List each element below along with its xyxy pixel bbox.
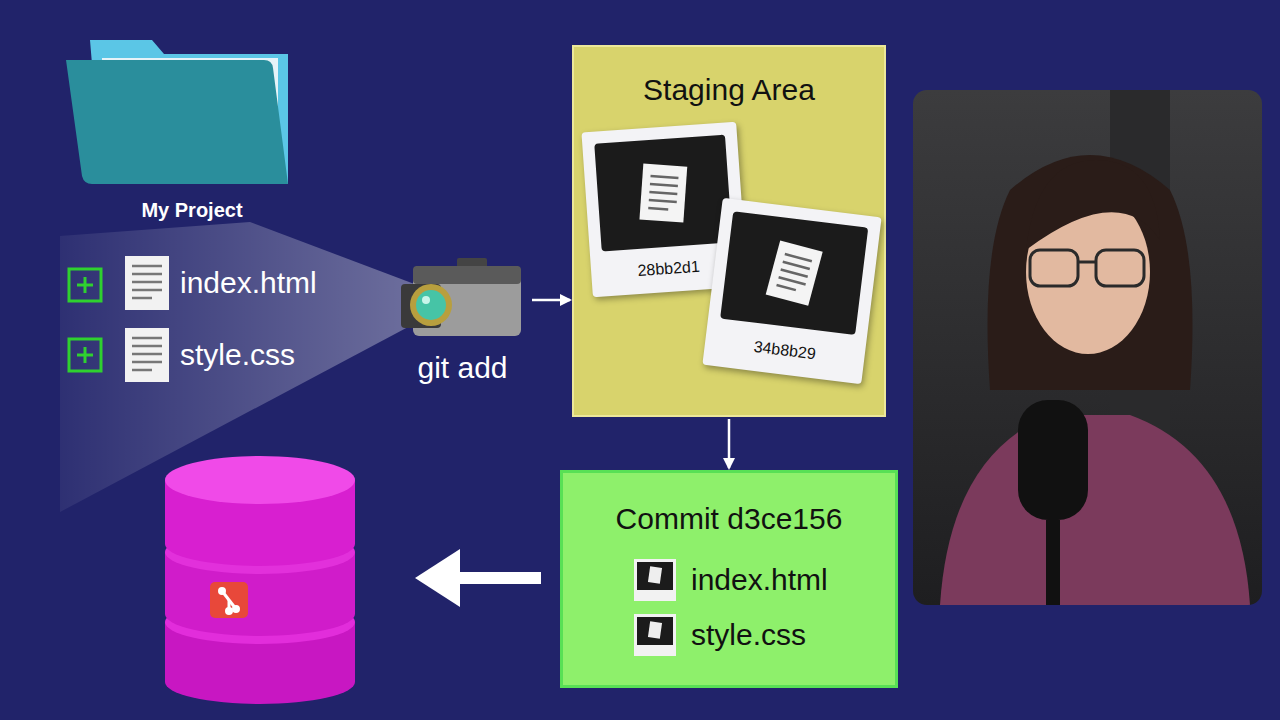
file-icon [125, 256, 169, 382]
camera-beam [60, 222, 425, 512]
repository-cylinder [165, 456, 355, 704]
commit-box: Commit d3ce156 index.html style.css [560, 470, 898, 688]
node-title: Commit d3ce156 [563, 501, 895, 537]
node-title: My Project [66, 198, 318, 222]
presenter-photo [913, 90, 1262, 605]
file-name: index.html [691, 562, 891, 598]
project-folder: My Project [66, 34, 318, 234]
added-icon [69, 269, 101, 371]
node-title: 34b8b29 [704, 331, 865, 370]
flow-arrow [532, 299, 570, 302]
flow-arrow [728, 419, 731, 468]
folder-icon [66, 34, 296, 190]
node-title: git add [395, 350, 530, 386]
file-name: index.html [180, 265, 420, 301]
staged-snapshot: 34b8b29 [702, 198, 881, 384]
node-title: Staging Area [574, 72, 884, 108]
staging-area: Staging Area28bb2d134b8b29 [572, 45, 886, 417]
file-name: style.css [180, 337, 420, 373]
store-arrow [415, 549, 541, 607]
camera-icon [395, 256, 530, 342]
snapshot-thumbnail [634, 614, 676, 656]
file-name: style.css [691, 617, 891, 653]
snapshot-photo [708, 198, 882, 341]
git-add-camera: git add [395, 256, 530, 390]
snapshot-thumbnail [634, 559, 676, 601]
